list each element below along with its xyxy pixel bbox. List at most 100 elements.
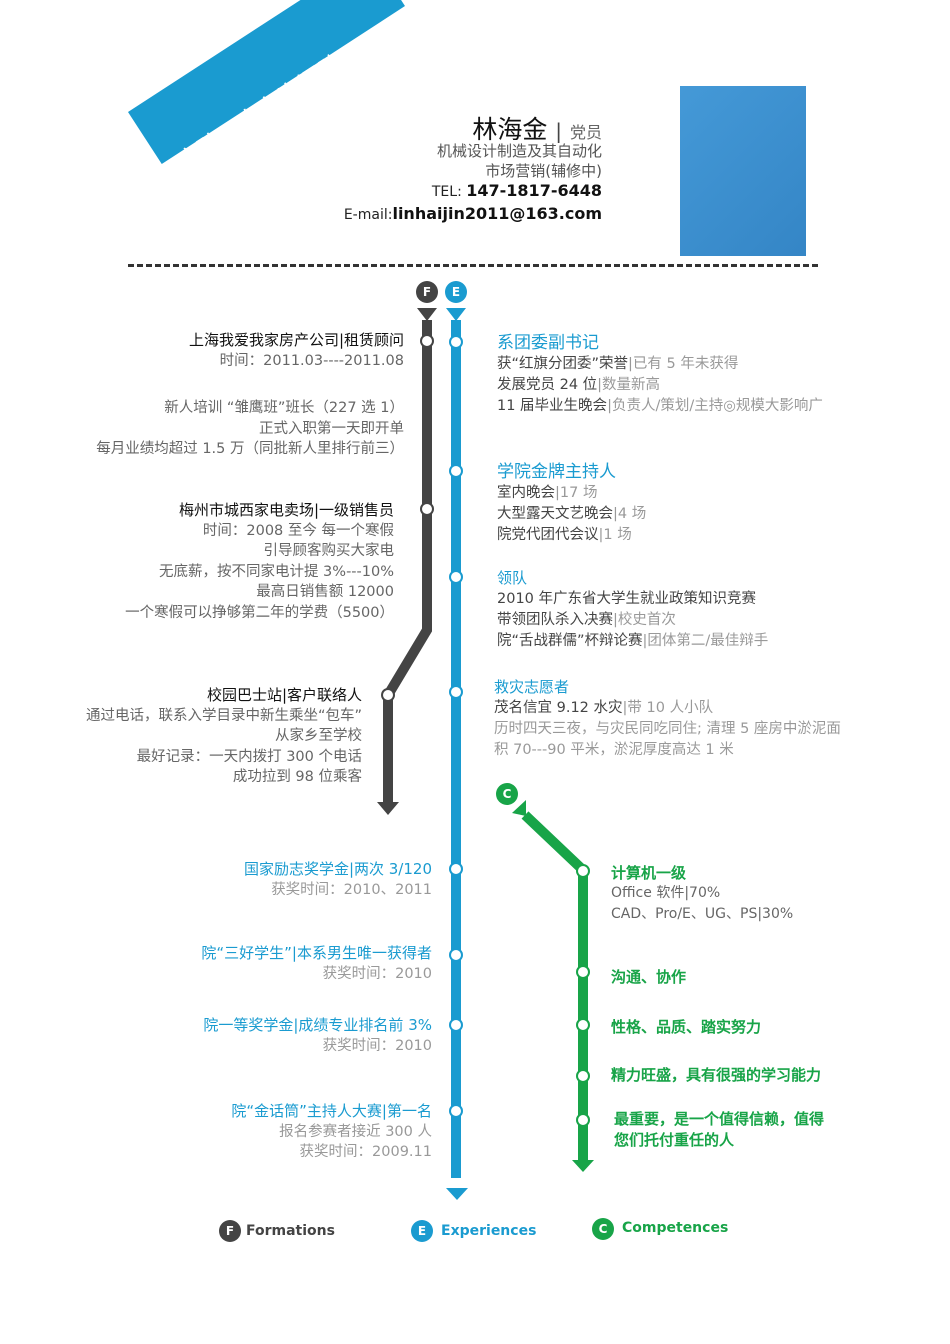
competence-line: 您们托付重任的人 [614, 1131, 735, 1149]
formation-line: 最高日销售额 12000 [256, 584, 394, 600]
email-line: E-mail:linhaijin2011@163.com [344, 204, 602, 223]
major: 机械设计制造及其自动化 [436, 142, 602, 160]
experience-title: 学院金牌主持人 [497, 462, 616, 482]
formation-line: 引导顾客购买大家电 [263, 543, 395, 559]
formation-line: 时间：2011.03----2011.08 [219, 352, 404, 369]
experiences-node [449, 335, 463, 349]
competences-node [576, 1113, 590, 1127]
formations-line [383, 320, 432, 805]
formation-line: 每月业绩均超过 1.5 万（同批新人里排行前三） [96, 441, 404, 457]
experience-line: 2010 年广东省大学生就业政策知识竞赛 [497, 591, 757, 607]
competence-title: 最重要，是一个值得信赖，值得 [614, 1110, 825, 1128]
competence-line: CAD、Pro/E、UG、PS|30% [611, 906, 794, 922]
experience-item: 救灾志愿者 茂名信宜 9.12 水灾|带 10 人小队 历时四天三夜，与灾民同吃… [494, 677, 841, 761]
experience-title: 系团委副书记 [497, 333, 599, 353]
award-title: 院“三好学生”|本系男生唯一获得者 [201, 944, 432, 962]
phone-number: 147-1817-6448 [466, 181, 602, 200]
competence-title: 沟通、协作 [611, 968, 687, 986]
experience-line: 茂名信宜 9.12 水灾|带 10 人小队 [494, 700, 714, 716]
competences-node [576, 864, 590, 878]
competence-item: 最重要，是一个值得信赖，值得 您们托付重任的人 [614, 1108, 824, 1150]
formation-item: 上海我爱我家房产公司|租赁顾问 时间：2011.03----2011.08 [189, 330, 404, 371]
party-status: 党员 [569, 123, 602, 142]
phone-label: TEL: [431, 184, 467, 200]
experience-item: 领队 2010 年广东省大学生就业政策知识竞赛 带领团队杀入决赛|校史首次 院“… [497, 568, 768, 652]
email-address: linhaijin2011@163.com [392, 204, 602, 223]
legend-formations-badge: F [219, 1220, 241, 1242]
formations-top-arrow [417, 308, 437, 321]
formation-line: 时间：2008 至今 每一个寒假 [202, 522, 394, 539]
email-label: E-mail: [343, 207, 393, 223]
formation-line: 从家乡至学校 [275, 728, 362, 744]
competences-node [576, 1069, 590, 1083]
experience-item: 系团委副书记 获“红旗分团委”荣誉|已有 5 年未获得 发展党员 24 位|数量… [497, 333, 823, 417]
award-title: 国家励志奖学金|两次 3/120 [243, 860, 432, 878]
experience-item: 学院金牌主持人 室内晚会|17 场 大型露天文艺晚会|4 场 院党代团代会议|1… [497, 462, 646, 546]
experiences-node [449, 1104, 463, 1118]
competences-node [576, 965, 590, 979]
formation-line: 新人培训 “雏鹰班”班长（227 选 1） [164, 400, 404, 416]
experiences-end-arrow [446, 1188, 468, 1200]
candidate-name: 林海金 [472, 115, 548, 144]
formation-line: 成功拉到 98 位乘客 [232, 769, 362, 785]
award-line: 报名参赛者接近 300 人 [279, 1123, 432, 1140]
experience-line: 院“舌战群儒”杯辩论赛|团体第二/最佳辩手 [497, 633, 769, 649]
experience-line: 带领团队杀入决赛|校史首次 [497, 612, 676, 628]
competence-title: 精力旺盛，具有很强的学习能力 [611, 1066, 822, 1084]
legend-experiences: Experiences [441, 1223, 537, 1239]
experiences-top-arrow [446, 308, 466, 321]
experiences-node [449, 570, 463, 584]
experience-line: 院党代团代会议|1 场 [497, 527, 632, 543]
experiences-badge: E [445, 281, 467, 303]
formations-node [381, 688, 395, 702]
competence-title: 性格、品质、踏实努力 [611, 1018, 762, 1036]
formation-item: 梅州市城西家电卖场|一级销售员 时间：2008 至今 每一个寒假 引导顾客购买大… [125, 500, 394, 623]
award-title: 院一等奖学金|成绩专业排名前 3% [203, 1016, 432, 1034]
competences-end-arrow [572, 1160, 594, 1172]
formation-line: 最好记录：一天内拨打 300 个电话 [136, 748, 362, 765]
minor: 市场营销(辅修中) [485, 162, 602, 180]
formations-node [420, 334, 434, 348]
experience-line: 大型露天文艺晚会|4 场 [497, 506, 647, 522]
experiences-node [449, 685, 463, 699]
experiences-node [449, 948, 463, 962]
legend-experiences-badge: E [411, 1220, 433, 1242]
award-line: 获奖时间：2010 [322, 965, 432, 982]
experiences-node [449, 862, 463, 876]
award-title: 院“金话筒”主持人大赛|第一名 [231, 1102, 432, 1120]
experience-line: 积 70---90 平米，淤泥厚度高达 1 米 [494, 742, 734, 758]
profile-photo [680, 86, 806, 256]
award-line: 获奖时间：2010 [322, 1037, 432, 1054]
award-item: 院“三好学生”|本系男生唯一获得者 获奖时间：2010 [201, 943, 432, 984]
formations-badge: F [416, 281, 438, 303]
competences-top-arrow [512, 800, 526, 816]
competence-title: 计算机一级 [611, 864, 687, 882]
competences-node [576, 1018, 590, 1032]
award-item: 院“金话筒”主持人大赛|第一名 报名参赛者接近 300 人 获奖时间：2009.… [231, 1101, 432, 1163]
experiences-node [449, 1018, 463, 1032]
experience-line: 获“红旗分团委”荣誉|已有 5 年未获得 [497, 356, 739, 372]
award-line: 获奖时间：2009.11 [299, 1144, 432, 1160]
formation-line: 通过电话，联系入学目录中新生乘坐“包车” [85, 707, 362, 724]
formation-item: 新人培训 “雏鹰班”班长（227 选 1） 正式入职第一天即开单 每月业绩均超过… [96, 398, 404, 460]
experience-title: 救灾志愿者 [494, 678, 570, 696]
award-item: 院一等奖学金|成绩专业排名前 3% 获奖时间：2010 [203, 1015, 432, 1056]
formations-end-arrow [377, 802, 399, 815]
formation-line: 无底薪，按不同家电计提 3%---10% [158, 563, 394, 580]
competences-badge: C [496, 783, 518, 805]
formation-title: 上海我爱我家房产公司|租赁顾问 [188, 331, 404, 349]
award-line: 获奖时间：2010、2011 [271, 881, 432, 898]
experience-line: 11 届毕业生晚会|负责人/策划/主持◎规模大影响广 [497, 398, 823, 414]
legend-competences-badge: C [592, 1218, 614, 1240]
experience-line: 历时四天三夜，与灾民同吃同住; 清理 5 座房中淤泥面 [494, 721, 841, 737]
experiences-node [449, 464, 463, 478]
competence-line: Office 软件|70% [611, 885, 721, 901]
formation-title: 校园巴士站|客户联络人 [206, 686, 362, 704]
experience-line: 室内晚会|17 场 [497, 485, 598, 501]
name-separator: | [555, 119, 563, 143]
competence-item: 计算机一级 Office 软件|70% CAD、Pro/E、UG、PS|30% [611, 862, 793, 925]
name-line: 林海金 | 党员 [472, 110, 602, 146]
legend-competences: Competences [622, 1220, 729, 1236]
formations-node [420, 502, 434, 516]
